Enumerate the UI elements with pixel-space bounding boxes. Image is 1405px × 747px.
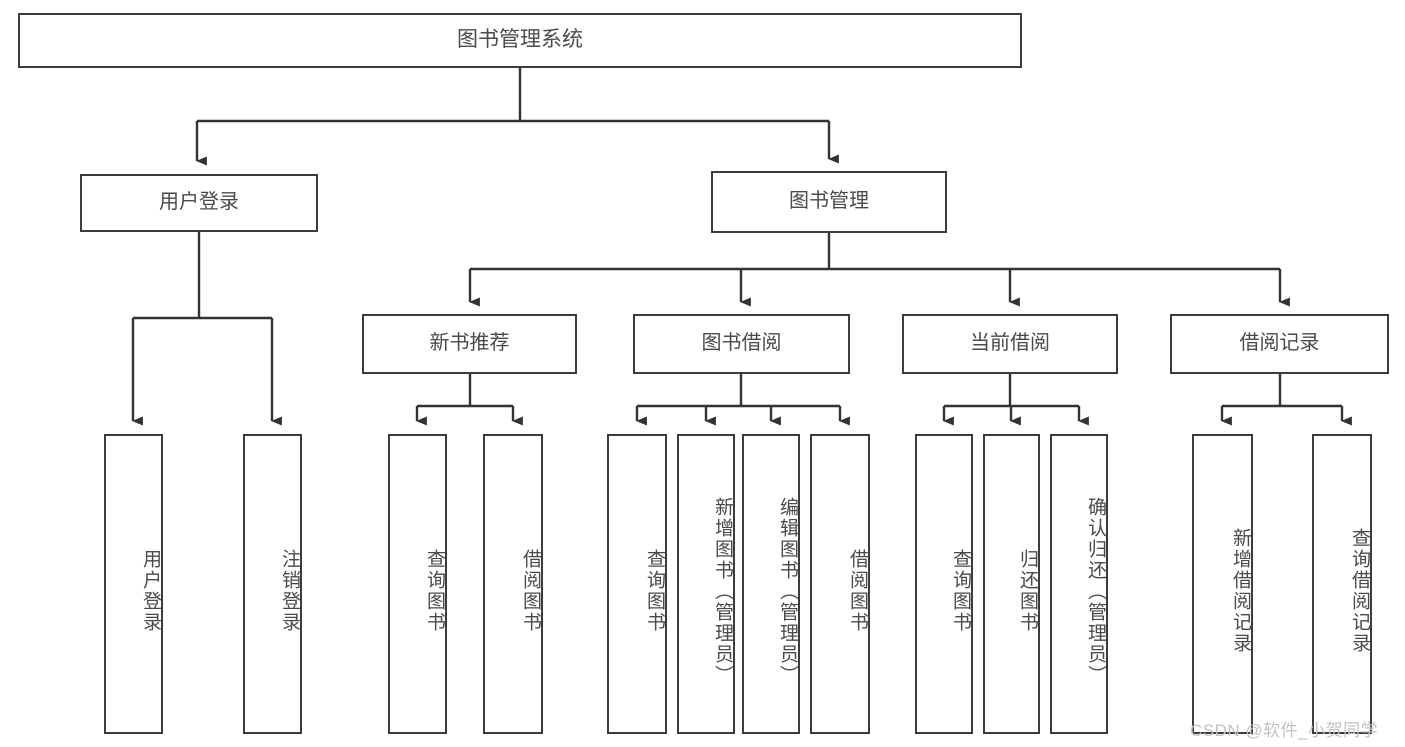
node-label: 查询图书 bbox=[424, 549, 445, 633]
node-new-book-recommend[interactable]: 新书推荐 bbox=[362, 314, 577, 374]
node-label: 查询图书 bbox=[950, 549, 971, 633]
node-leaf-newbook-borrow-book[interactable]: 借阅图书 bbox=[483, 434, 543, 734]
node-book-management[interactable]: 图书管理 bbox=[711, 171, 947, 233]
node-book-borrow[interactable]: 图书借阅 bbox=[633, 314, 850, 374]
node-leaf-currentborrow-return-book[interactable]: 归还图书 bbox=[983, 434, 1040, 734]
node-leaf-newbook-query-book[interactable]: 查询图书 bbox=[388, 434, 447, 734]
node-label: 借阅图书 bbox=[847, 549, 868, 633]
node-leaf-currentborrow-query-book[interactable]: 查询图书 bbox=[915, 434, 973, 734]
node-leaf-bookborrow-edit-book-admin[interactable]: 编辑图书（管理员） bbox=[742, 434, 800, 734]
node-current-borrow[interactable]: 当前借阅 bbox=[902, 314, 1118, 374]
node-label: 用户登录 bbox=[159, 191, 239, 214]
node-label: 查询借阅记录 bbox=[1349, 528, 1370, 654]
node-label: 借阅图书 bbox=[520, 549, 541, 633]
node-label: 新书推荐 bbox=[429, 332, 510, 355]
node-leaf-user-login[interactable]: 用户登录 bbox=[104, 434, 163, 734]
node-root-book-management-system[interactable]: 图书管理系统 bbox=[18, 13, 1022, 68]
node-leaf-bookborrow-borrow-book[interactable]: 借阅图书 bbox=[810, 434, 870, 734]
node-label: 编辑图书（管理员） bbox=[777, 496, 798, 686]
node-leaf-bookborrow-query-book[interactable]: 查询图书 bbox=[607, 434, 667, 734]
node-label: 注销登录 bbox=[279, 549, 300, 633]
node-label: 图书管理 bbox=[789, 190, 869, 213]
node-user-login[interactable]: 用户登录 bbox=[80, 174, 318, 232]
node-label: 查询图书 bbox=[644, 549, 665, 633]
csdn-watermark: CSDN @软件_小贺同学 bbox=[1190, 721, 1379, 740]
node-borrow-record[interactable]: 借阅记录 bbox=[1170, 314, 1389, 374]
node-leaf-currentborrow-confirm-return-admin[interactable]: 确认归还（管理员） bbox=[1050, 434, 1108, 734]
node-label: 图书借阅 bbox=[701, 332, 782, 355]
node-label: 确认归还（管理员） bbox=[1085, 496, 1106, 686]
node-label: 新增图书（管理员） bbox=[712, 496, 733, 686]
node-label: 借阅记录 bbox=[1239, 332, 1320, 355]
node-label: 归还图书 bbox=[1017, 549, 1038, 633]
node-label: 新增借阅记录 bbox=[1230, 528, 1251, 654]
node-leaf-bookborrow-add-book-admin[interactable]: 新增图书（管理员） bbox=[677, 434, 735, 734]
node-leaf-borrowrecord-add-record[interactable]: 新增借阅记录 bbox=[1192, 434, 1253, 734]
node-label: 当前借阅 bbox=[970, 332, 1050, 355]
node-label: 用户登录 bbox=[140, 549, 161, 633]
node-leaf-borrowrecord-query-record[interactable]: 查询借阅记录 bbox=[1312, 434, 1372, 734]
node-leaf-logout[interactable]: 注销登录 bbox=[243, 434, 302, 734]
node-label: 图书管理系统 bbox=[457, 28, 583, 52]
